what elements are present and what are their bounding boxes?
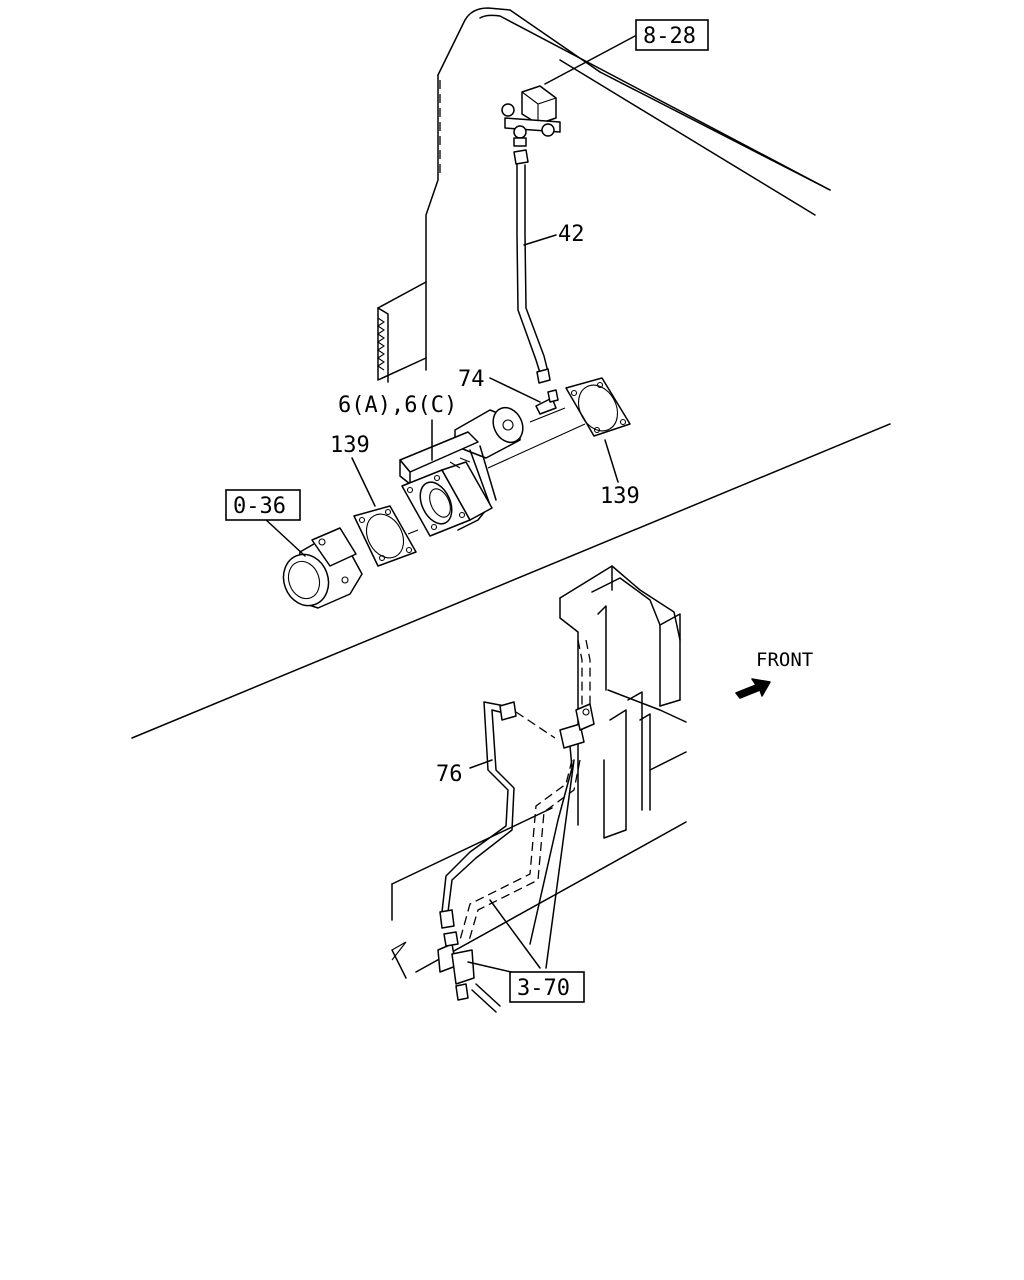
leader-76 bbox=[469, 759, 493, 769]
ref-box-3-70 bbox=[509, 971, 585, 1003]
label-8-28: 8-28 bbox=[643, 24, 696, 49]
pipe-76 bbox=[439, 701, 517, 929]
air-lines bbox=[459, 745, 581, 945]
connection-dashed bbox=[515, 711, 556, 739]
pressure-switch-lower bbox=[437, 931, 501, 1013]
label-74: 74 bbox=[458, 367, 485, 392]
ref-box-8-28 bbox=[635, 19, 709, 51]
leader-3-70-a bbox=[545, 759, 575, 969]
leader-139-right bbox=[604, 439, 619, 483]
front-arrow-icon bbox=[735, 678, 771, 699]
pressure-switch-upper bbox=[559, 703, 595, 749]
exhaust-brake-valve bbox=[399, 406, 524, 537]
axis-line-left bbox=[407, 529, 419, 535]
hose-42 bbox=[513, 149, 551, 384]
label-76: 76 bbox=[436, 762, 463, 787]
leader-74 bbox=[489, 377, 541, 403]
gasket-139-right bbox=[565, 377, 631, 437]
label-139-right: 139 bbox=[600, 484, 640, 509]
section-divider bbox=[131, 423, 891, 739]
exhaust-pipe-flange bbox=[282, 527, 363, 609]
label-front: FRONT bbox=[756, 649, 813, 671]
solenoid-valve bbox=[501, 85, 561, 147]
label-6: 6(A),6(C) bbox=[338, 393, 457, 418]
leader-139-left bbox=[351, 457, 376, 507]
label-139-left: 139 bbox=[330, 433, 370, 458]
leader-0-36 bbox=[263, 517, 306, 557]
ref-box-0-36 bbox=[225, 489, 301, 521]
fitting-74 bbox=[535, 389, 559, 415]
leader-42 bbox=[523, 234, 557, 246]
label-0-36: 0-36 bbox=[233, 494, 286, 519]
axis-line-right bbox=[487, 423, 586, 469]
axis-line-74 bbox=[529, 407, 566, 423]
gasket-139-left bbox=[353, 505, 417, 567]
leader-3-70-b bbox=[489, 899, 541, 969]
engine-block-outline bbox=[377, 7, 831, 383]
leader-8-28 bbox=[544, 35, 636, 85]
frame-rail-outline bbox=[391, 565, 687, 979]
label-42: 42 bbox=[558, 222, 585, 247]
label-3-70: 3-70 bbox=[517, 976, 570, 1001]
